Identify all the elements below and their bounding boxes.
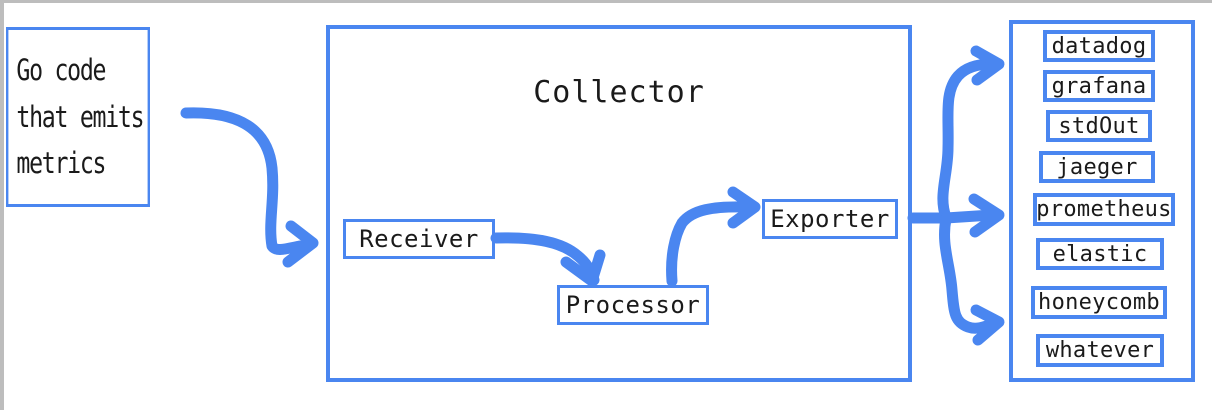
processor-label: Processor: [565, 291, 701, 319]
destination-honeycomb: honeycomb: [1031, 286, 1167, 319]
arrow-fanout-top-head: [970, 45, 1005, 86]
source-line-2: that emits: [16, 99, 144, 134]
destination-label: grafana: [1051, 73, 1147, 99]
destination-label: jaeger: [1056, 154, 1138, 180]
go-code-source-box: Go code that emits metrics: [6, 27, 150, 207]
destination-label: prometheus: [1036, 197, 1172, 222]
arrow-fanout-bottom-head: [970, 304, 1005, 346]
page-frame-top-line: [0, 0, 1212, 3]
destination-label: honeycomb: [1038, 290, 1160, 315]
exporter-box: Exporter: [762, 199, 898, 239]
source-line-3: metrics: [16, 146, 106, 181]
destination-datadog: datadog: [1043, 30, 1155, 62]
destination-label: datadog: [1051, 33, 1147, 59]
page-frame-left-line: [0, 0, 4, 410]
destination-jaeger: jaeger: [1039, 151, 1155, 183]
arrow-fanout-top: [937, 58, 998, 223]
destination-grafana: grafana: [1043, 70, 1155, 102]
arrow-fanout-middle-head: [968, 193, 1005, 238]
receiver-label: Receiver: [359, 225, 479, 253]
destination-elastic: elastic: [1036, 238, 1164, 270]
destination-prometheus: prometheus: [1033, 193, 1175, 226]
receiver-box: Receiver: [343, 219, 495, 259]
processor-box: Processor: [557, 285, 709, 325]
arrow-source-to-receiver-head: [282, 220, 319, 268]
collector-title: Collector: [533, 75, 705, 110]
destination-stdout: stdOut: [1046, 110, 1152, 142]
destination-label: whatever: [1045, 338, 1155, 363]
arrow-fanout-bottom: [939, 213, 998, 334]
arrow-fanout-middle: [940, 209, 998, 224]
destination-label: elastic: [1052, 241, 1148, 267]
arrow-source-to-receiver: [180, 107, 306, 255]
destination-label: stdOut: [1058, 113, 1140, 139]
destination-whatever: whatever: [1036, 334, 1164, 367]
source-line-1: Go code: [16, 52, 106, 87]
exporter-label: Exporter: [770, 205, 890, 233]
